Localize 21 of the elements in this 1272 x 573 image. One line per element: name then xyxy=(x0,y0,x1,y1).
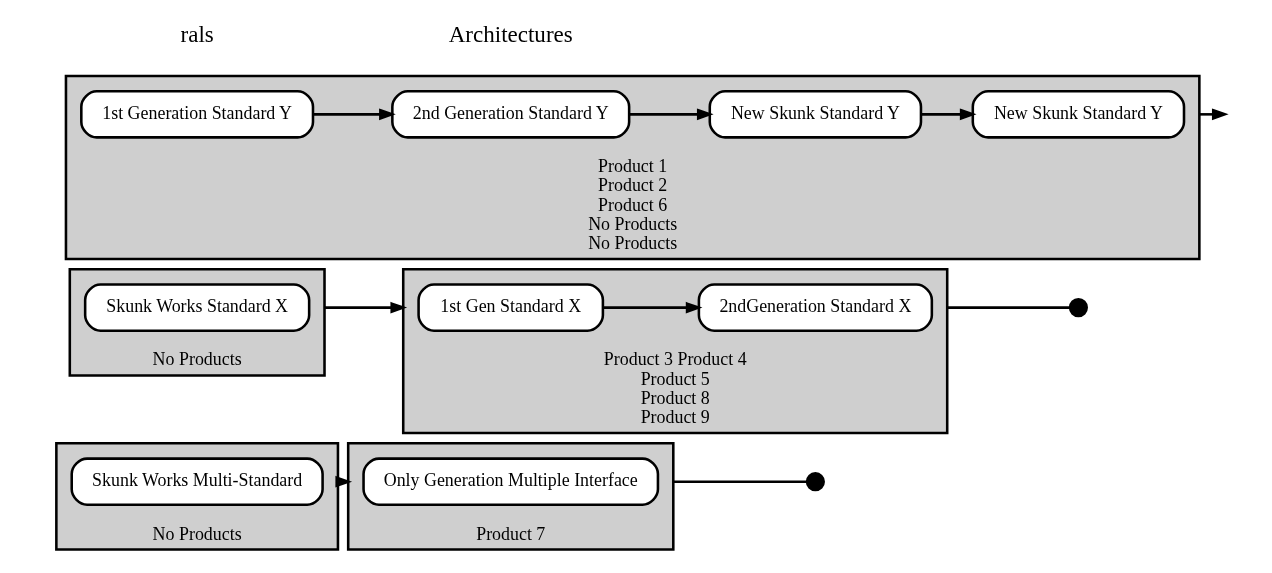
node-box: New Skunk Standard Y xyxy=(971,90,1186,139)
arrow xyxy=(629,108,714,121)
node-circle xyxy=(1068,298,1088,318)
arrow xyxy=(603,301,703,314)
node-box: Skunk Works Standard X xyxy=(83,283,311,332)
label: rals xyxy=(180,20,214,47)
node-box: Only Generation Multiple Interface xyxy=(362,457,660,506)
node-box: 2nd Generation Standard Y xyxy=(391,90,631,139)
node-box: 2ndGeneration Standard X xyxy=(697,283,934,332)
arrow xyxy=(313,108,396,121)
node-circle xyxy=(805,472,825,492)
arrow xyxy=(921,108,977,121)
label: Architectures xyxy=(448,20,573,47)
node-box: Skunk Works Multi-Standard xyxy=(70,457,324,506)
connector xyxy=(947,306,1070,309)
node-box: 1st Generation Standard Y xyxy=(80,90,315,139)
arrow xyxy=(1199,108,1229,121)
connector xyxy=(673,480,807,483)
node-box: 1st Gen Standard X xyxy=(417,283,605,332)
node-box: New Skunk Standard Y xyxy=(708,90,923,139)
arrow xyxy=(324,301,408,314)
